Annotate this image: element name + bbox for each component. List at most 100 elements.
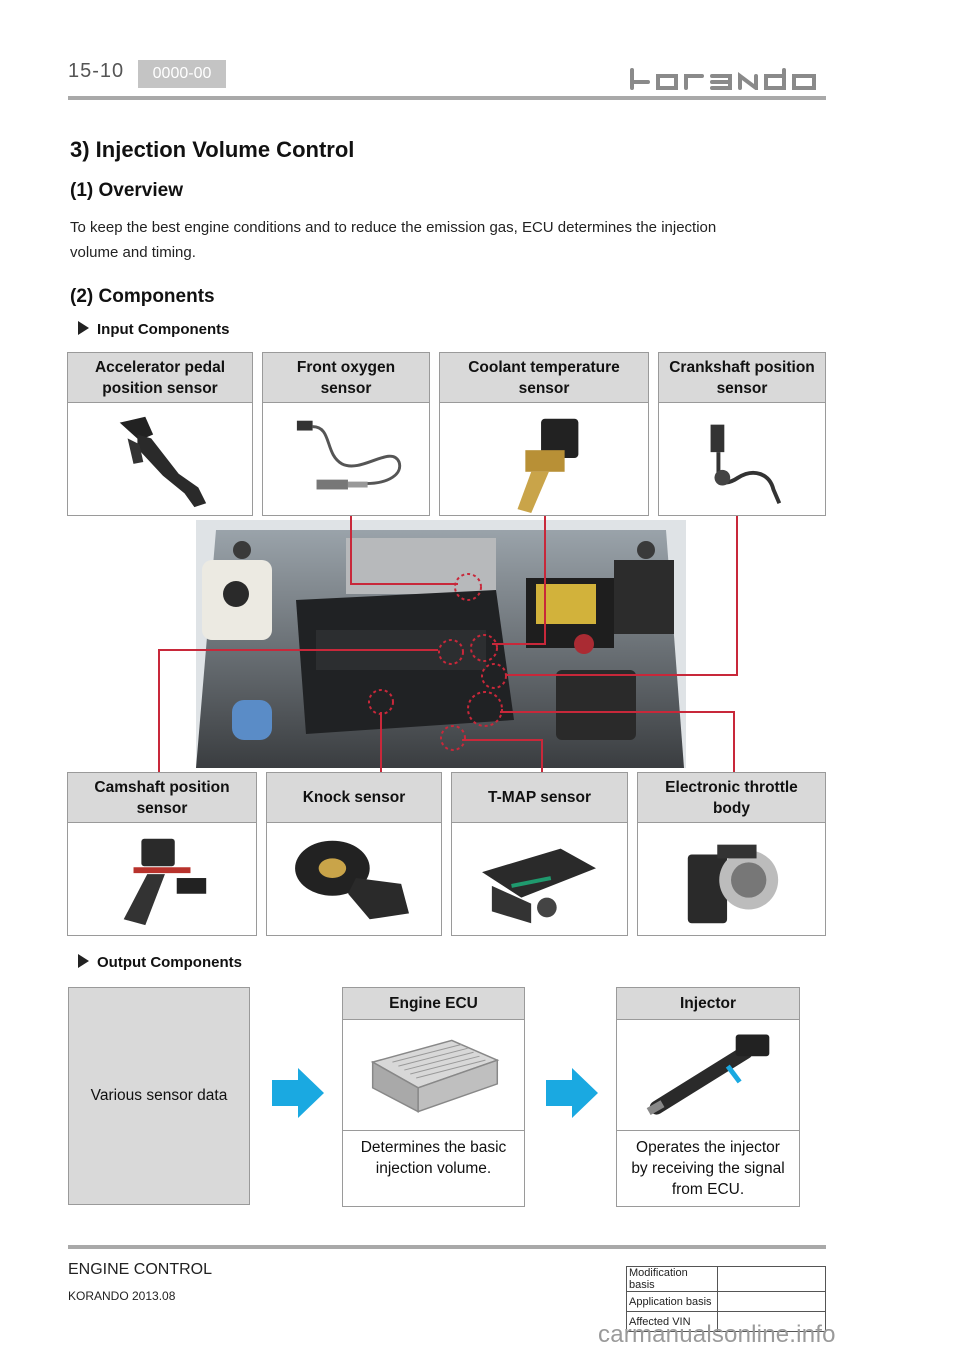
injector-image	[617, 1022, 799, 1128]
various-sensor-data-box: Various sensor data	[68, 987, 250, 1205]
card-title-line-1: Coolant temperature	[468, 358, 620, 376]
card-crankshaft-position-sensor: Crankshaft position sensor	[658, 352, 826, 516]
sensor-data-text: Various sensor data	[90, 1087, 228, 1104]
card-header: Camshaft position sensor	[68, 773, 256, 823]
card-engine-ecu: Engine ECU Determines the basic injectio…	[342, 987, 525, 1207]
injector-description-line-1: Operates the injector	[636, 1139, 780, 1156]
overview-text: To keep the best engine conditions and t…	[70, 215, 830, 265]
card-title-line-1: Crankshaft position	[669, 358, 815, 376]
card-header: Knock sensor	[267, 773, 441, 823]
card-tmap-sensor: T-MAP sensor	[451, 772, 628, 936]
korando-logo	[630, 68, 816, 90]
card-title-line-1: Knock sensor	[302, 789, 406, 806]
doc-code-badge: 0000-00	[138, 60, 226, 88]
watermark: carmanualsonline.info	[598, 1321, 836, 1348]
input-components-text: Input Components	[97, 321, 230, 338]
table-row: Modification basis	[626, 1266, 826, 1292]
ecu-description-line-2: injection volume.	[375, 1160, 492, 1177]
output-components-label: Output Components	[78, 954, 242, 971]
card-injector: Injector Operates the injector by receiv…	[616, 987, 800, 1207]
application-basis-label: Application basis	[626, 1291, 718, 1312]
card-electronic-throttle-body: Electronic throttle body	[637, 772, 826, 936]
card-header: Coolant temperature sensor	[440, 353, 648, 403]
card-header: Crankshaft position sensor	[659, 353, 825, 403]
callout-overlay	[158, 516, 738, 772]
card-title-line-2: sensor	[716, 379, 768, 397]
card-title-line-1: Camshaft position	[94, 778, 230, 796]
card-header: Front oxygen sensor	[263, 353, 429, 403]
card-knock-sensor: Knock sensor	[266, 772, 442, 936]
modification-basis-label: Modification basis	[626, 1266, 718, 1292]
callout-circle-knock	[368, 689, 394, 715]
revision-table: Modification basis Application basis Aff…	[626, 1266, 826, 1332]
callout-line-throttle	[500, 711, 735, 772]
table-row: Application basis	[626, 1291, 826, 1312]
top-rule	[68, 96, 826, 100]
overview-line-1: To keep the best engine conditions and t…	[70, 219, 717, 236]
crankshaft-sensor-image	[659, 405, 825, 515]
table-row: Affected VIN	[626, 1311, 826, 1332]
triangle-bullet-icon	[78, 321, 89, 335]
callout-circle-oxygen	[454, 573, 482, 601]
model-date: KORANDO 2013.08	[68, 1289, 176, 1303]
engine-ecu-image	[343, 1022, 524, 1128]
injector-description-line-2: by receiving the signal	[631, 1160, 785, 1177]
callout-line-coolant	[492, 516, 546, 645]
page-number: 15-10	[68, 60, 125, 82]
callout-circle-tmap	[440, 725, 466, 751]
card-header: Injector	[617, 988, 799, 1020]
callout-circle-coolant	[470, 634, 498, 662]
card-title-line-2: sensor	[136, 799, 188, 817]
card-title-line-1: T-MAP sensor	[487, 789, 592, 806]
callout-circle-throttle	[467, 691, 503, 727]
modification-basis-value	[717, 1266, 826, 1292]
card-accelerator-pedal-sensor: Accelerator pedal position sensor	[67, 352, 253, 516]
bottom-rule	[68, 1245, 826, 1249]
card-header: T-MAP sensor	[452, 773, 627, 823]
card-title-line-1: Electronic throttle	[665, 778, 798, 796]
section-name: ENGINE CONTROL	[68, 1261, 213, 1278]
callout-line-tmap	[462, 739, 543, 772]
card-title-line-1: Accelerator pedal	[94, 358, 226, 376]
coolant-sensor-image	[440, 405, 648, 515]
callout-line-camshaft	[158, 649, 438, 772]
affected-vin-value	[717, 1311, 826, 1332]
card-title-line-2: position sensor	[102, 379, 218, 397]
arrow-right-icon	[546, 1068, 598, 1118]
ecu-description-line-1: Determines the basic	[360, 1139, 507, 1156]
card-title-line-2: body	[712, 799, 750, 817]
card-title-line-2: sensor	[518, 379, 570, 397]
knock-sensor-image	[267, 825, 441, 935]
card-header: Electronic throttle body	[638, 773, 825, 823]
card-front-oxygen-sensor: Front oxygen sensor	[262, 352, 430, 516]
callout-line-crankshaft	[505, 516, 738, 676]
ecu-description: Determines the basic injection volume.	[343, 1130, 524, 1206]
input-components-label: Input Components	[78, 321, 229, 338]
components-heading: (2) Components	[70, 286, 215, 307]
camshaft-sensor-image	[68, 825, 256, 935]
tmap-sensor-image	[452, 825, 627, 935]
overview-line-2: volume and timing.	[70, 244, 196, 261]
engine-bay-photo	[196, 520, 686, 768]
card-coolant-temperature-sensor: Coolant temperature sensor	[439, 352, 649, 516]
accelerator-pedal-image	[68, 405, 252, 515]
overview-heading: (1) Overview	[70, 180, 183, 201]
card-header: Engine ECU	[343, 988, 524, 1020]
card-title-line-1: Front oxygen	[296, 358, 396, 376]
injector-description: Operates the injector by receiving the s…	[617, 1130, 799, 1206]
callout-line-oxygen	[350, 516, 458, 585]
card-title-line-2: sensor	[320, 379, 372, 397]
oxygen-sensor-image	[263, 405, 429, 515]
throttle-body-image	[638, 825, 825, 935]
affected-vin-label: Affected VIN	[626, 1311, 718, 1332]
page-title: 3) Injection Volume Control	[70, 137, 355, 162]
card-header: Accelerator pedal position sensor	[68, 353, 252, 403]
callout-circle-camshaft	[438, 639, 464, 665]
card-camshaft-position-sensor: Camshaft position sensor	[67, 772, 257, 936]
application-basis-value	[717, 1291, 826, 1312]
triangle-bullet-icon	[78, 954, 89, 968]
callout-circle-crankshaft	[481, 663, 507, 689]
output-components-text: Output Components	[97, 954, 242, 971]
arrow-right-icon	[272, 1068, 324, 1118]
injector-description-line-3: from ECU.	[671, 1181, 745, 1198]
